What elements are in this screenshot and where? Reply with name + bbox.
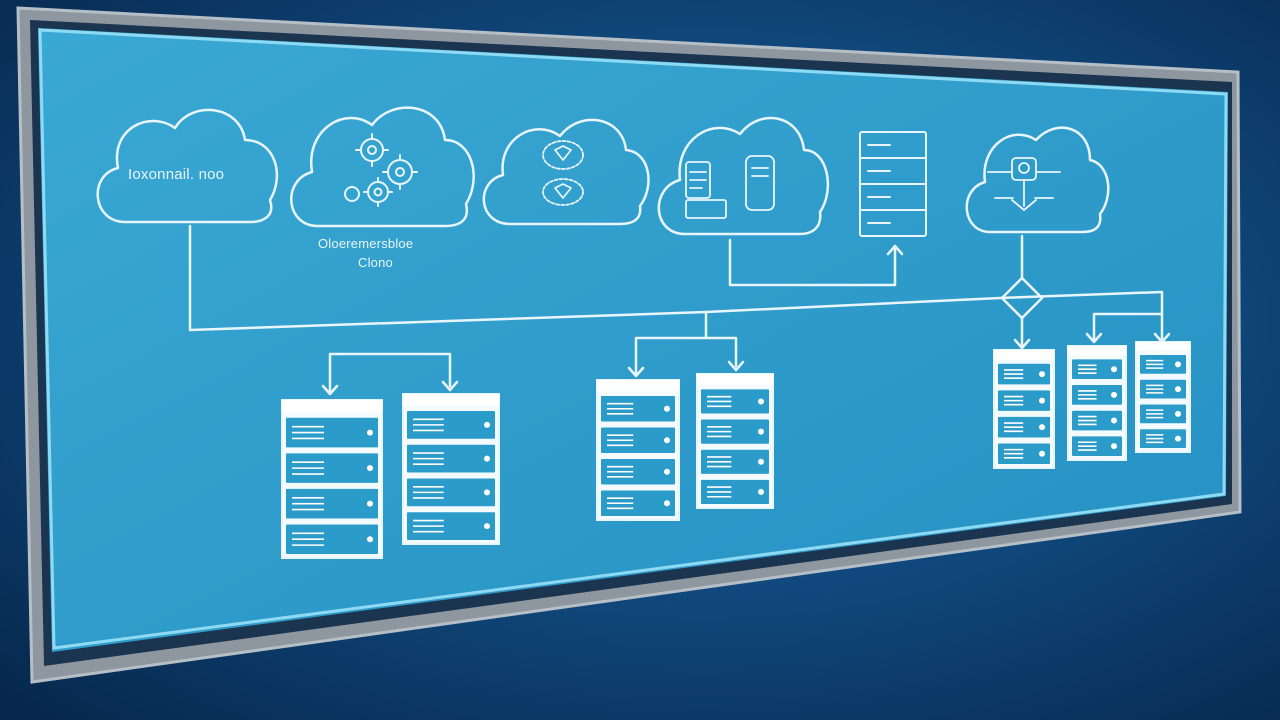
cloud-2-caption: Oloeremersbloe	[318, 236, 414, 251]
server-stack-icon	[696, 373, 774, 509]
server-slot	[286, 488, 378, 519]
connector-left-branch	[328, 352, 452, 394]
connector-middle-branch	[634, 310, 738, 376]
server-slot	[286, 524, 378, 554]
server-slot	[407, 411, 495, 439]
server-slot	[701, 419, 769, 444]
server-slot	[1072, 436, 1122, 456]
server-slot	[601, 490, 675, 516]
server-groups	[281, 341, 1191, 559]
server-slot	[701, 389, 769, 414]
server-stack-icon	[993, 349, 1055, 469]
server-slot	[286, 453, 378, 483]
server-slot	[407, 478, 495, 507]
server-slot	[407, 512, 495, 540]
drone-icon	[987, 157, 1061, 211]
server-slot	[601, 396, 675, 422]
arrow-head	[886, 244, 904, 256]
server-stack-icon	[402, 393, 500, 545]
connector-devices	[728, 238, 897, 287]
cloud-icon	[96, 108, 279, 224]
connector-main	[188, 224, 1164, 342]
network-cloud-icon	[482, 118, 650, 226]
drone-cloud-icon	[965, 126, 1110, 234]
screen-edge	[38, 28, 1228, 650]
connector-right-branch	[1092, 312, 1164, 342]
server-slot	[701, 449, 769, 474]
server-stack-icon	[596, 379, 680, 521]
cloud-1-label: Ioxonnail. noo	[128, 166, 225, 183]
arrow-head	[627, 360, 745, 378]
arrow-head	[1013, 338, 1031, 350]
server-slot	[998, 416, 1050, 438]
server-slot	[701, 479, 769, 504]
server-slot	[998, 390, 1050, 411]
server-slot	[407, 444, 495, 473]
server-slot	[601, 459, 675, 485]
screen-surface	[38, 28, 1228, 652]
server-slot	[998, 443, 1050, 464]
server-stack-icon	[1135, 341, 1191, 453]
server-stack-icon	[281, 399, 383, 559]
cloud-2-caption-sub: Clono	[358, 255, 393, 270]
server-rack-icon	[859, 131, 927, 237]
gears-icon	[344, 133, 418, 207]
server-slot	[286, 417, 378, 448]
server-slot	[1072, 385, 1122, 405]
devices-icon	[685, 155, 775, 219]
server-slot	[1072, 410, 1122, 431]
network-nodes-icon	[542, 140, 584, 206]
arrow-head	[321, 380, 459, 396]
gears-cloud-icon	[290, 106, 475, 228]
server-slot	[601, 427, 675, 453]
server-slot	[998, 363, 1050, 385]
server-stack-icon	[1067, 345, 1127, 461]
server-slot	[1072, 359, 1122, 380]
devices-cloud-icon	[657, 116, 830, 236]
